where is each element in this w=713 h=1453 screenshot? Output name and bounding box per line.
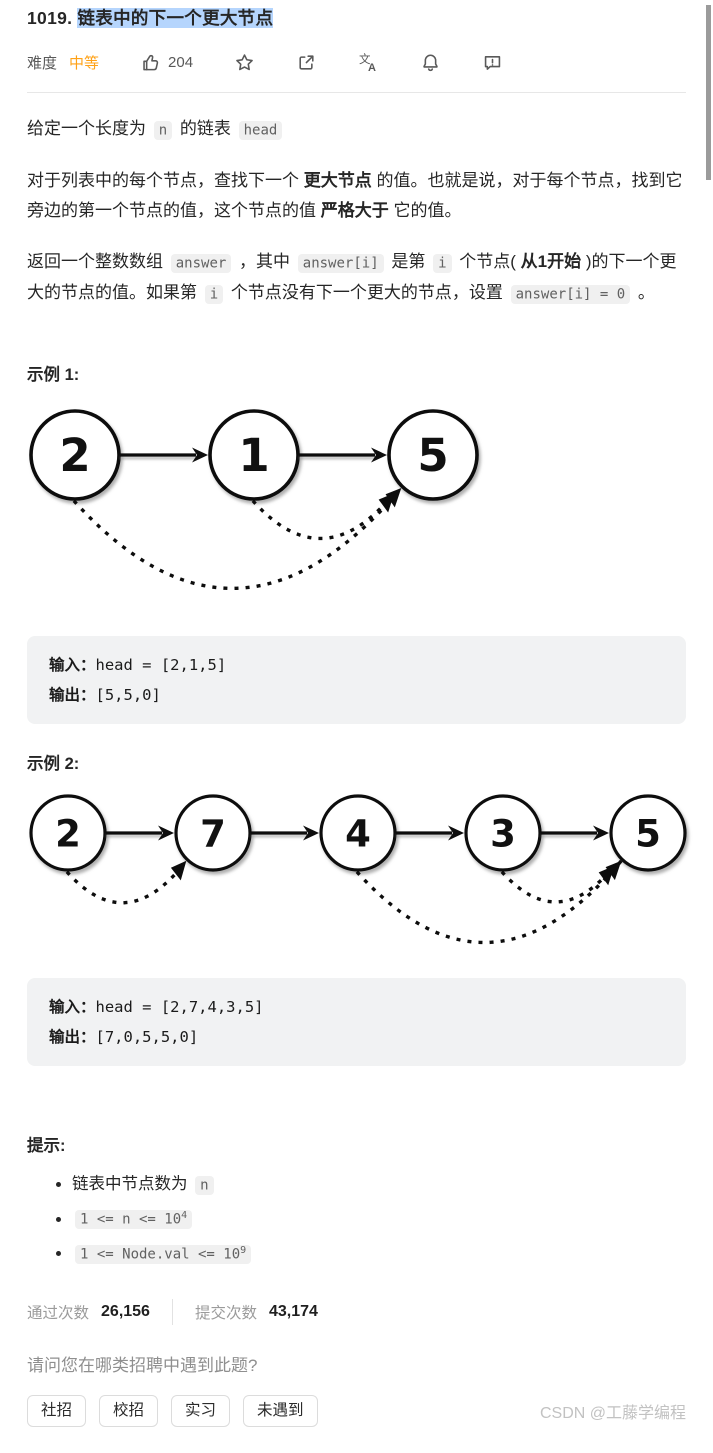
feedback-icon[interactable] bbox=[482, 52, 503, 73]
svg-text:2: 2 bbox=[55, 813, 81, 856]
example2-output-line: 输出：[7,0,5,5,0] bbox=[49, 1028, 199, 1046]
share-icon[interactable] bbox=[296, 52, 317, 73]
likes-count: 204 bbox=[168, 53, 194, 71]
bell-icon[interactable] bbox=[420, 52, 441, 73]
scrollbar-thumb[interactable] bbox=[706, 5, 711, 180]
accepted-label: 通过次数 bbox=[27, 1305, 90, 1323]
toolbar-divider bbox=[27, 92, 686, 93]
svg-text:2: 2 bbox=[59, 429, 90, 482]
svg-text:5: 5 bbox=[635, 813, 661, 856]
hints-heading: 提示: bbox=[27, 1137, 66, 1155]
svg-text:5: 5 bbox=[417, 429, 448, 482]
example1-input-line: 输入：head = [2,1,5] bbox=[49, 656, 227, 674]
survey-option-internship[interactable]: 实习 bbox=[171, 1395, 231, 1428]
svg-text:3: 3 bbox=[490, 813, 516, 856]
description-paragraph-3: 返回一个整数数组 answer ，其中 answer[i] 是第 i 个节点( … bbox=[27, 252, 677, 304]
survey-options-row: 社招 校招 实习 未遇到 CSDN @工藤学编程 bbox=[27, 1395, 686, 1428]
linked-list-diagram-2: 2 7 4 3 5 bbox=[27, 788, 687, 958]
stats-divider bbox=[171, 1299, 173, 1326]
linked-list-diagram-1: 2 1 5 bbox=[27, 405, 686, 618]
page-title: 1019. 链表中的下一个更大节点 bbox=[27, 5, 686, 30]
svg-text:1: 1 bbox=[238, 429, 269, 482]
constraint-item: 链表中节点数为 n bbox=[72, 1172, 686, 1197]
example2-input-line: 输入：head = [2,7,4,3,5] bbox=[49, 998, 264, 1016]
svg-text:4: 4 bbox=[345, 813, 371, 856]
difficulty-label: 难度 bbox=[27, 54, 58, 72]
svg-text:7: 7 bbox=[200, 813, 226, 856]
problem-title-selected-text: 链表中的下一个更大节点 bbox=[77, 8, 274, 28]
survey-option-campus-recruit[interactable]: 校招 bbox=[99, 1395, 159, 1428]
submissions-count: 43,174 bbox=[268, 1303, 318, 1321]
thumbs-up-icon bbox=[139, 52, 160, 73]
stats-row: 通过次数 26,156 提交次数 43,174 bbox=[27, 1299, 686, 1326]
submissions-label: 提交次数 bbox=[194, 1305, 257, 1323]
difficulty-badge: 中等 bbox=[69, 54, 100, 72]
survey-option-not-encountered[interactable]: 未遇到 bbox=[243, 1395, 318, 1428]
svg-text:文: 文 bbox=[359, 52, 371, 66]
accepted-count: 26,156 bbox=[101, 1303, 150, 1321]
problem-number: 1019. bbox=[27, 8, 78, 28]
survey-question: 请问您在哪类招聘中遇到此题? bbox=[27, 1356, 258, 1376]
example2-heading: 示例 2: bbox=[27, 755, 80, 773]
constraint-item: 1 <= n <= 104 bbox=[72, 1204, 686, 1232]
problem-toolbar: 难度 中等 204 文 bbox=[27, 47, 686, 77]
csdn-watermark: CSDN @工藤学编程 bbox=[539, 1405, 686, 1423]
example2-io-block: 输入：head = [2,7,4,3,5] 输出：[7,0,5,5,0] bbox=[27, 978, 686, 1066]
example1-output-line: 输出：[5,5,0] bbox=[49, 686, 161, 704]
survey-option-social-recruit[interactable]: 社招 bbox=[27, 1395, 87, 1428]
description-paragraph-1: 给定一个长度为 n 的链表 head bbox=[27, 114, 686, 145]
example1-io-block: 输入：head = [2,1,5] 输出：[5,5,0] bbox=[27, 636, 686, 724]
example1-heading: 示例 1: bbox=[27, 366, 80, 384]
description-paragraph-2: 对于列表中的每个节点，查找下一个 更大节点 的值。也就是说，对于每个节点，找到它… bbox=[27, 171, 683, 220]
svg-text:A: A bbox=[368, 61, 376, 72]
constraint-item: 1 <= Node.val <= 109 bbox=[72, 1239, 686, 1267]
star-icon[interactable] bbox=[234, 52, 255, 73]
translate-icon[interactable]: 文 A bbox=[358, 52, 379, 73]
constraints-list: 链表中节点数为 n 1 <= n <= 104 1 <= Node.val <=… bbox=[27, 1172, 686, 1266]
like-button[interactable]: 204 bbox=[139, 52, 193, 73]
